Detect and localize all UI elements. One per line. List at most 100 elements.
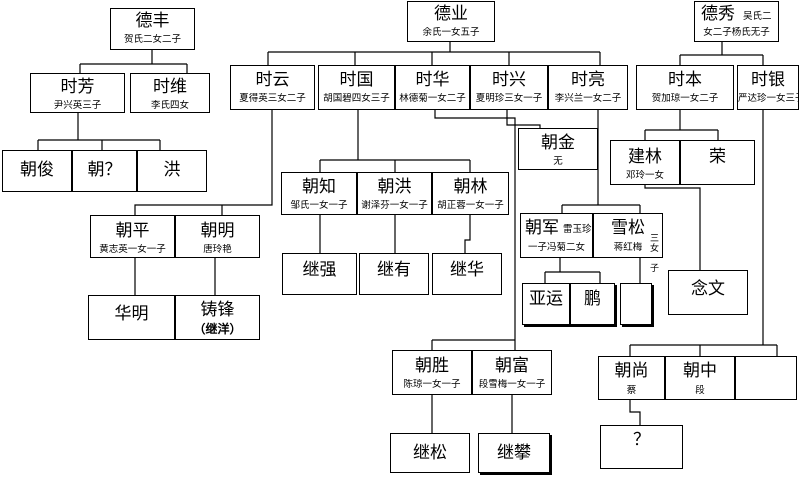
node-note: 邓玲一女 bbox=[625, 170, 664, 181]
edge-dexiu-children bbox=[679, 42, 764, 65]
node-name: 朝军 bbox=[525, 218, 559, 238]
node-zhufeng[interactable]: 铸锋 （继洋） bbox=[175, 295, 260, 340]
node-name: 朝金 bbox=[541, 133, 575, 153]
node-name: 德丰 bbox=[135, 11, 170, 31]
node-name: 德秀 bbox=[701, 4, 735, 24]
node-name: 继华 bbox=[450, 260, 484, 280]
edge-shiliang-children bbox=[561, 110, 641, 213]
node-name: 时兴 bbox=[492, 70, 526, 90]
edge-shifang-children bbox=[37, 113, 161, 150]
node-shiyin[interactable]: 时银 严达珍一女三子 bbox=[737, 65, 799, 110]
node-empty-a[interactable] bbox=[620, 283, 652, 325]
node-shiwei[interactable]: 时维 李氏四女 bbox=[130, 73, 210, 113]
edge-defeng-children bbox=[79, 50, 188, 73]
node-name: 朝？ bbox=[87, 160, 122, 180]
node-chaozhi[interactable]: 朝知 邹氏一女一子 bbox=[281, 172, 357, 215]
node-hong[interactable]: 洪 bbox=[137, 150, 207, 192]
node-xuesong[interactable]: 雪松 蒋红梅 三女一子 bbox=[593, 213, 663, 274]
node-unknown[interactable]: ？ bbox=[600, 425, 683, 469]
node-jianlin[interactable]: 建林 邓玲一女 bbox=[610, 140, 680, 185]
node-note: 李兴兰一女二子 bbox=[554, 93, 622, 104]
node-name: 时本 bbox=[668, 70, 702, 90]
node-name: 建林 bbox=[628, 147, 662, 167]
node-name: 继攀 bbox=[497, 443, 531, 463]
node-chaoshang[interactable]: 朝尚 蔡 bbox=[598, 356, 665, 400]
node-name: 时华 bbox=[415, 70, 450, 90]
node-note: 段雪梅一女一子 bbox=[478, 379, 546, 390]
node-note: 谢泽芬一女一子 bbox=[361, 200, 428, 211]
node-note: 黄志英一女一子 bbox=[99, 244, 166, 255]
node-chaosheng[interactable]: 朝胜 陈琼一女一子 bbox=[392, 350, 472, 395]
node-jihua[interactable]: 继华 bbox=[432, 253, 502, 295]
node-name: 雪松 bbox=[611, 218, 645, 238]
node-chaohong[interactable]: 朝洪 谢泽芬一女一子 bbox=[357, 172, 432, 215]
node-name: 朝知 bbox=[302, 177, 336, 197]
node-note: 陈琼一女一子 bbox=[403, 379, 461, 390]
node-jiyou[interactable]: 继有 bbox=[359, 253, 429, 295]
node-yayun[interactable]: 亚运 bbox=[522, 283, 570, 325]
edge-chaoshang-children bbox=[629, 400, 641, 425]
node-dexiu[interactable]: 德秀 吴氏二 女二子杨氏无子 bbox=[694, 1, 779, 42]
node-defeng[interactable]: 德丰 贺氏二女二子 bbox=[110, 8, 195, 50]
node-deye[interactable]: 德业 余氏一女五子 bbox=[407, 1, 495, 42]
edge-shihua-children bbox=[431, 110, 516, 350]
node-jisong[interactable]: 继松 bbox=[390, 433, 470, 473]
edge-shiyun-children bbox=[134, 110, 273, 215]
node-note: （继洋） bbox=[193, 322, 242, 336]
edge-jianlin-children bbox=[644, 185, 701, 270]
edge-shiben-children bbox=[644, 110, 719, 140]
node-name: 时维 bbox=[153, 77, 187, 97]
node-note-b: 一子冯菊二女 bbox=[527, 242, 585, 253]
node-shifang[interactable]: 时芳 尹兴英三子 bbox=[30, 73, 125, 113]
node-name: ？ bbox=[633, 430, 650, 450]
node-chao-q[interactable]: 朝？ bbox=[72, 150, 137, 192]
node-jipan[interactable]: 继攀 bbox=[478, 433, 550, 473]
node-empty-b[interactable] bbox=[735, 356, 797, 400]
node-name: 华明 bbox=[114, 304, 149, 324]
node-note: 严达珍一女三子 bbox=[738, 93, 798, 104]
node-shiguo[interactable]: 时国 胡国碧四女三子 bbox=[318, 65, 395, 110]
node-name: 朝明 bbox=[200, 221, 235, 241]
node-chaojin[interactable]: 朝金 无 bbox=[518, 128, 598, 170]
node-name: 时芳 bbox=[60, 77, 95, 97]
node-shiliang[interactable]: 时亮 李兴兰一女二子 bbox=[548, 65, 628, 110]
node-chaolin[interactable]: 朝林 胡正蓉一女一子 bbox=[432, 172, 509, 215]
node-name: 朝胜 bbox=[415, 356, 449, 376]
node-shiyun[interactable]: 时云 夏得英三女二子 bbox=[230, 65, 315, 110]
node-name: 念文 bbox=[691, 279, 725, 299]
node-note-b: 三女一子 bbox=[650, 234, 660, 274]
node-chaoming[interactable]: 朝明 唐玲艳 bbox=[175, 215, 260, 258]
node-shixing[interactable]: 时兴 夏明珍三女一子 bbox=[470, 65, 548, 110]
node-name: 德业 bbox=[434, 4, 468, 24]
node-nianwen[interactable]: 念文 bbox=[668, 270, 748, 315]
node-note: 段 bbox=[695, 385, 705, 396]
node-note: 贺加琼一女二子 bbox=[651, 93, 719, 104]
node-note: 胡国碧四女三子 bbox=[323, 93, 390, 104]
node-huaming[interactable]: 华明 bbox=[88, 295, 175, 340]
node-note: 胡正蓉一女一子 bbox=[437, 200, 504, 211]
node-chaozhong[interactable]: 朝中 段 bbox=[665, 356, 735, 400]
edge-shiyin-children bbox=[629, 110, 778, 356]
node-name: 继松 bbox=[413, 443, 447, 463]
node-note: 林德菊一女二子 bbox=[399, 93, 466, 104]
node-chaoping[interactable]: 朝平 黄志英一女一子 bbox=[90, 215, 175, 258]
node-chaojun[interactable]: 朝俊 bbox=[2, 150, 72, 192]
node-shiben[interactable]: 时本 贺加琼一女二子 bbox=[636, 65, 734, 110]
node-chaofu[interactable]: 朝富 段雪梅一女一子 bbox=[472, 350, 552, 395]
node-name: 继有 bbox=[377, 260, 411, 280]
node-peng[interactable]: 鹏 bbox=[570, 283, 615, 325]
node-shihua[interactable]: 时华 林德菊一女二子 bbox=[395, 65, 470, 110]
node-jiqiang[interactable]: 继强 bbox=[282, 253, 357, 295]
node-name: 洪 bbox=[163, 160, 181, 180]
node-name: 继强 bbox=[302, 260, 337, 280]
node-note: 李氏四女 bbox=[150, 100, 189, 111]
node-rong[interactable]: 荣 bbox=[680, 140, 755, 185]
node-name: 荣 bbox=[709, 147, 726, 167]
node-name: 亚运 bbox=[529, 289, 563, 309]
node-note: 蔡 bbox=[626, 385, 637, 396]
node-name: 时云 bbox=[255, 70, 290, 90]
edge-chaojun-children bbox=[544, 258, 601, 283]
edge-deye-children bbox=[267, 42, 601, 65]
node-chaojun2[interactable]: 朝军 雷玉珍 一子冯菊二女 bbox=[520, 213, 593, 258]
